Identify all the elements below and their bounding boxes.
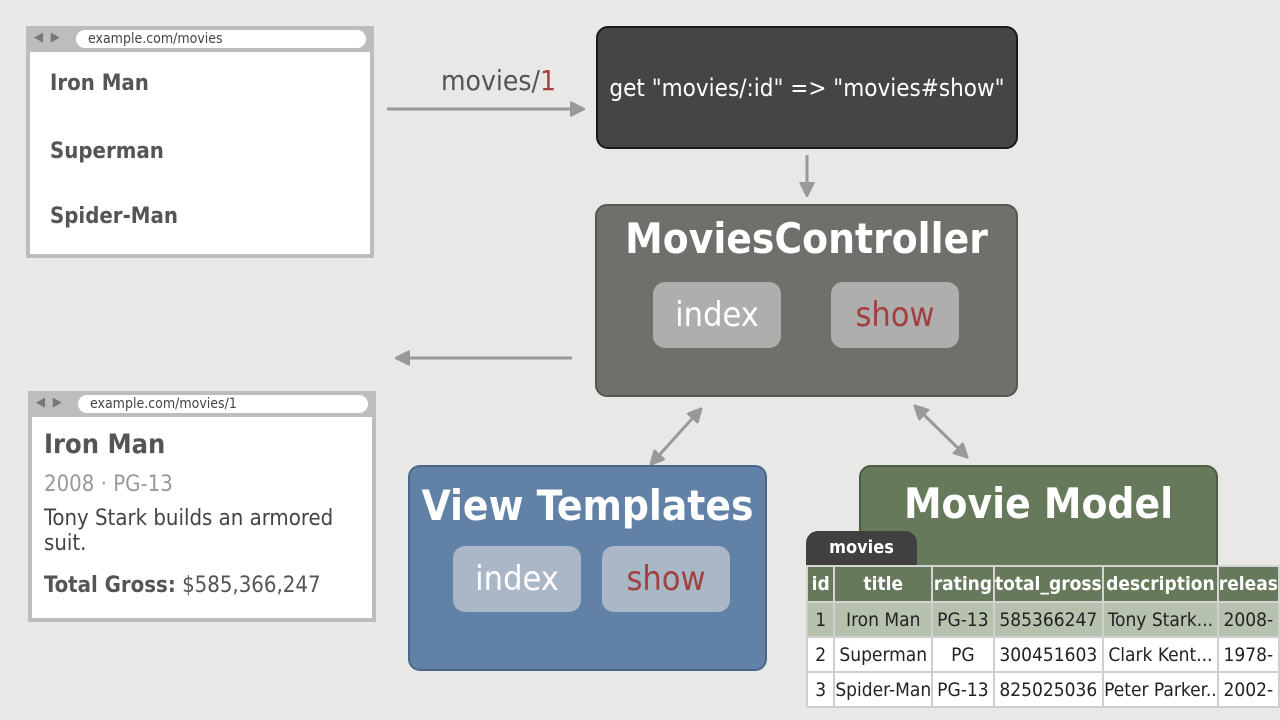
table-header-row: id title rating total_gross description … [805,565,1280,603]
address-bar: ◀ ▶ example.com/movies [26,26,374,52]
url-field[interactable]: example.com/movies [76,30,366,48]
movie-link-superman[interactable]: Superman [50,139,164,164]
column-header: total_gross [992,565,1105,603]
column-header: title [833,565,934,603]
table-cell: 825025036 [992,671,1105,708]
controller-title: MoviesController [625,214,988,263]
table-cell: Iron Man [833,601,934,638]
table-cell: Peter Parker.. [1102,671,1219,708]
table-cell: Spider-Man [833,671,934,708]
movie-link-iron-man[interactable]: Iron Man [50,71,149,96]
movie-model: Movie Model [859,465,1218,575]
total-gross-value: $585,366,247 [182,573,321,598]
column-header: releas [1216,565,1280,603]
controller-action-index: index [653,282,781,348]
table-cell: PG [931,636,995,673]
back-forward-icons[interactable]: ◀ ▶ [34,30,62,45]
address-bar: ◀ ▶ example.com/movies/1 [28,391,376,417]
table-cell: 1978- [1216,636,1280,673]
controller-model-arrow [916,407,966,456]
request-path-label: movies/1 [441,64,556,97]
route-text: get "movies/:id" => "movies#show" [609,73,1005,102]
table-cell: 300451603 [992,636,1105,673]
controller-action-show: show [831,282,959,348]
template-index: index [453,546,581,612]
table-row: 1 Iron Man PG-13 585366247 Tony Stark...… [805,601,1280,638]
route-definition: get "movies/:id" => "movies#show" [596,26,1018,149]
template-show: show [602,546,730,612]
movie-link-spider-man[interactable]: Spider-Man [50,204,178,229]
table-cell: 2008- [1216,601,1280,638]
request-id: 1 [539,64,557,97]
url-field[interactable]: example.com/movies/1 [78,395,368,413]
column-header: description [1102,565,1219,603]
movies-controller: MoviesController index show [595,204,1018,397]
table-name-tab: movies [806,531,917,567]
movie-show-browser: ◀ ▶ example.com/movies/1 Iron Man 2008 ·… [28,391,376,622]
movie-description: Tony Stark builds an armored suit. [44,506,334,556]
table-cell: 585366247 [992,601,1105,638]
column-header: id [805,565,836,603]
movies-table: id title rating total_gross description … [805,565,1280,708]
table-cell: PG-13 [931,601,995,638]
movie-meta: 2008 · PG-13 [44,472,173,497]
table-cell: 2 [805,636,836,673]
views-title: View Templates [421,481,754,530]
request-path: movies/ [441,64,540,97]
table-row: 2 Superman PG 300451603 Clark Kent... 19… [805,636,1280,673]
table-cell: 2002- [1216,671,1280,708]
back-forward-icons[interactable]: ◀ ▶ [36,395,64,410]
model-title: Movie Model [903,479,1174,528]
controller-views-arrow [652,410,700,463]
movie-title: Iron Man [44,429,166,460]
table-cell: Tony Stark... [1102,601,1219,638]
total-gross: Total Gross: $585,366,247 [44,573,321,598]
table-cell: 1 [805,601,836,638]
table-cell: Superman [833,636,934,673]
table-cell: PG-13 [931,671,995,708]
table-cell: 3 [805,671,836,708]
table-row: 3 Spider-Man PG-13 825025036 Peter Parke… [805,671,1280,708]
column-header: rating [931,565,995,603]
table-cell: Clark Kent... [1102,636,1219,673]
total-gross-label: Total Gross: [44,573,176,598]
movies-index-browser: ◀ ▶ example.com/movies Iron Man Superman… [26,26,374,258]
view-templates: View Templates index show [408,465,767,671]
